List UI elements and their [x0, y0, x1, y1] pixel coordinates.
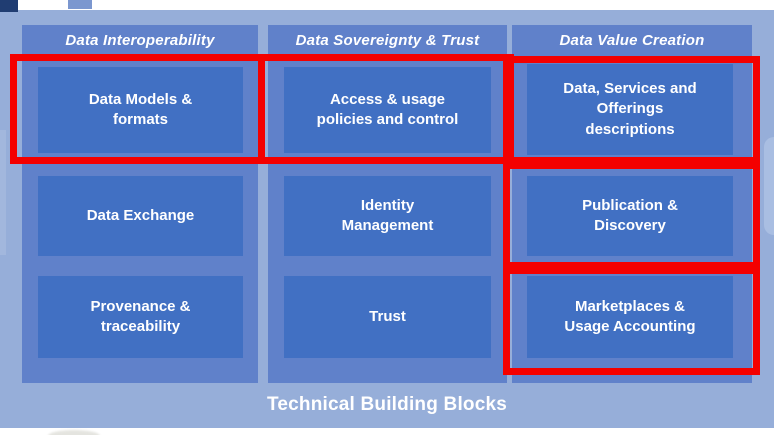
- block-trust: Trust: [284, 276, 491, 358]
- bottom-edge-artifact: [48, 430, 100, 435]
- column-header-data-sovereignty-trust: Data Sovereignty & Trust: [295, 32, 480, 49]
- highlight-rect-data-models: [10, 54, 265, 164]
- corner-decoration: [0, 0, 18, 12]
- block-access-usage-policies: Access & usage policies and control: [284, 67, 491, 153]
- block-data-exchange: Data Exchange: [38, 176, 243, 256]
- block-data-models-formats: Data Models & formats: [38, 67, 243, 153]
- block-marketplaces-usage-accounting: Marketplaces & Usage Accounting: [527, 276, 733, 358]
- highlight-rect-data-services: [503, 56, 760, 164]
- column-header-data-value-creation: Data Value Creation: [559, 32, 705, 49]
- block-data-services-offerings: Data, Services and Offerings description…: [527, 64, 733, 155]
- highlight-rect-marketplaces: [503, 267, 760, 375]
- block-publication-discovery: Publication & Discovery: [527, 176, 733, 256]
- highlight-rect-publication-discovery: [503, 162, 760, 269]
- left-edge-glare: [0, 130, 6, 255]
- diagram-title: Technical Building Blocks: [266, 394, 508, 415]
- block-identity-management: Identity Management: [284, 176, 491, 256]
- column-header-data-interoperability: Data Interoperability: [65, 32, 215, 49]
- right-edge-decoration: [764, 137, 774, 235]
- block-provenance-traceability: Provenance & traceability: [38, 276, 243, 358]
- highlight-rect-access-usage: [258, 54, 514, 164]
- top-tab-decoration: [68, 0, 92, 9]
